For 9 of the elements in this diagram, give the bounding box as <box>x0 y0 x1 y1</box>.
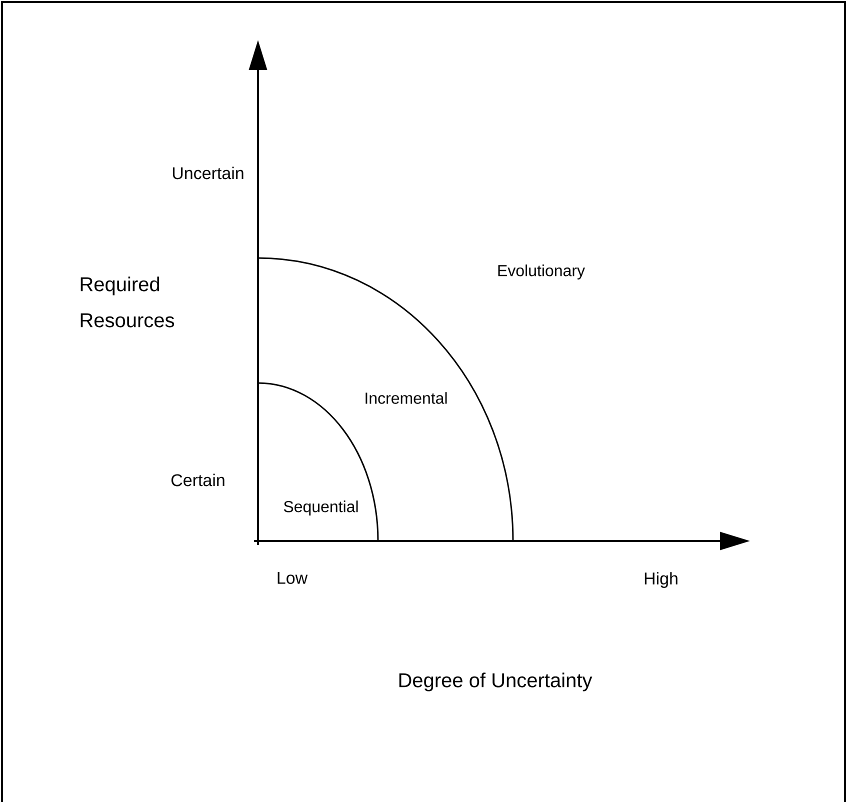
axis-label: Certain <box>171 474 224 486</box>
axis-label: Degree of Uncertainty <box>399 672 592 692</box>
axis-label: Sequential <box>284 500 358 516</box>
axis-label: High <box>644 572 678 588</box>
axis-label: Uncertain <box>172 166 244 180</box>
axis-label: Evolutionary <box>498 264 585 280</box>
axis-label: Required Resources <box>80 276 174 328</box>
axis-label: Low <box>278 572 308 584</box>
axis-label: Incremental <box>366 392 447 404</box>
